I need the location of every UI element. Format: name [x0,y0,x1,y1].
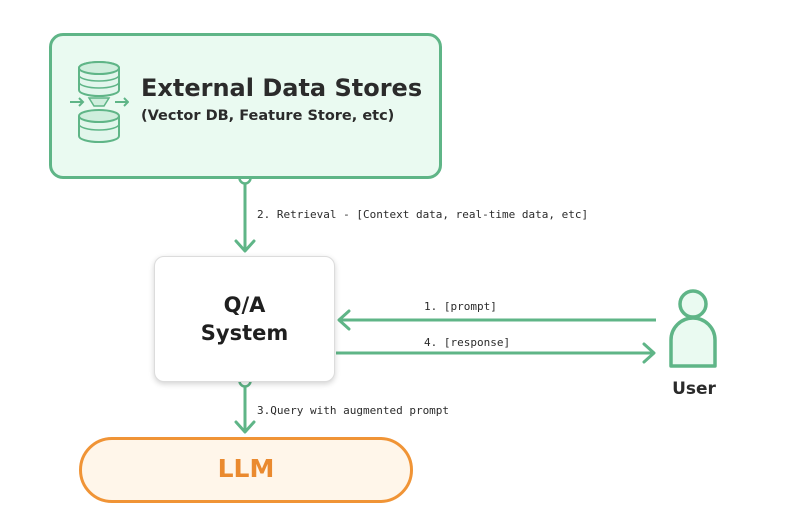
llm-node[interactable]: LLM [79,437,413,503]
llm-label: LLM [217,454,275,483]
retrieval-edge-label: 2. Retrieval - [Context data, real-time … [257,208,589,221]
qa-system-node[interactable]: Q/A System [154,256,335,382]
query-edge-label: 3.Query with augmented prompt [257,404,450,417]
qa-system-label-line1: Q/A [223,293,266,317]
database-stack-icon [70,61,129,143]
response-edge-label: 4. [response] [424,336,511,349]
edge-retrieval [234,171,256,253]
user-label: User [672,379,716,399]
qa-system-label-line2: System [200,321,289,345]
edge-response [336,342,656,364]
external-data-stores-subtitle: (Vector DB, Feature Store, etc) [141,108,395,124]
external-data-stores-node[interactable]: External Data Stores (Vector DB, Feature… [49,33,442,179]
user-person-icon[interactable] [668,288,718,370]
prompt-edge-label: 1. [prompt] [424,300,497,313]
edge-prompt [337,309,656,331]
edge-query [234,374,256,434]
qa-system-label: Q/A System [155,291,334,347]
external-data-stores-title: External Data Stores [141,74,423,102]
